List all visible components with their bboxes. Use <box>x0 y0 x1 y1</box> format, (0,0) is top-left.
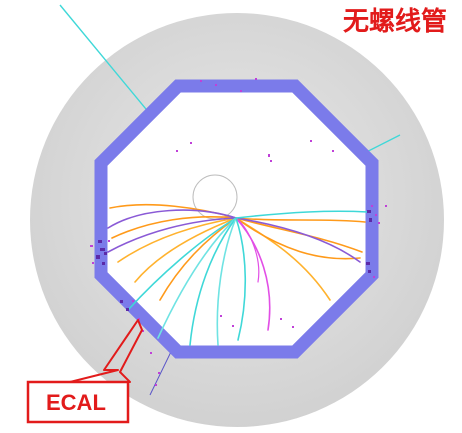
diagram-title: 无螺线管 <box>343 7 447 37</box>
curved-tracks <box>107 203 369 346</box>
ecal-callout-label: ECAL <box>46 390 106 415</box>
ecal-callout-box <box>26 380 130 424</box>
ecal-hits <box>90 78 387 386</box>
